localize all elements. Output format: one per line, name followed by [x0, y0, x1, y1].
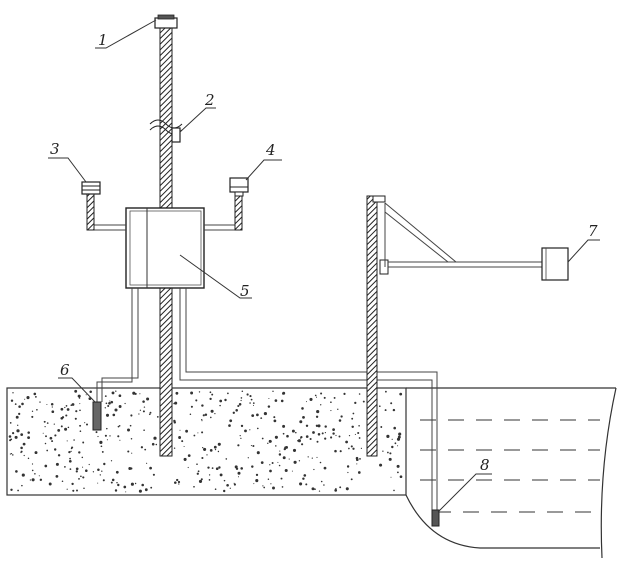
- label-3: 3: [50, 140, 60, 158]
- water-sensor: [431, 509, 440, 527]
- control-box: [125, 207, 205, 289]
- callout-8: 8: [437, 456, 492, 513]
- label-7: 7: [588, 222, 598, 240]
- left-sensor: [81, 181, 101, 195]
- callout-7: 7: [567, 222, 600, 263]
- label-5: 5: [240, 282, 250, 300]
- callout-1: 1: [95, 19, 157, 49]
- soil-sensor: [92, 401, 102, 431]
- ground-speckles: [8, 389, 403, 493]
- callout-2: 2: [179, 91, 216, 133]
- radar-sensor: [541, 247, 569, 281]
- callout-5: 5: [179, 254, 252, 300]
- label-8: 8: [480, 456, 490, 474]
- label-2: 2: [204, 91, 215, 109]
- pole-device: [171, 127, 181, 143]
- right-sensor: [229, 177, 249, 197]
- bracket-pole: [366, 195, 542, 457]
- label-4: 4: [265, 141, 276, 159]
- label-6: 6: [60, 361, 70, 379]
- callout-3: 3: [48, 140, 87, 183]
- top-sensor: [154, 14, 178, 29]
- callout-4: 4: [245, 141, 282, 181]
- label-1: 1: [98, 31, 108, 49]
- callout-6: 6: [58, 361, 96, 403]
- ground-block: [6, 387, 407, 496]
- cables: [96, 288, 438, 512]
- water-body: [405, 387, 617, 559]
